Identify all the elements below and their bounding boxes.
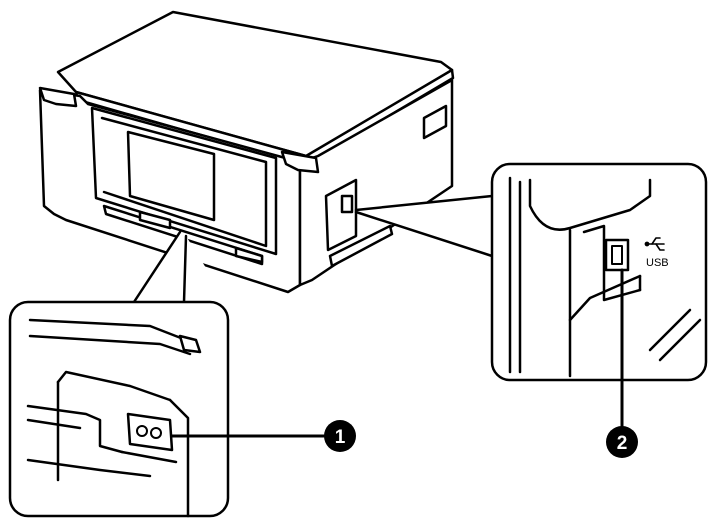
callout-number-1: 1 (335, 427, 346, 448)
inset-frame-right (490, 162, 708, 382)
usb-inset (354, 162, 708, 382)
callout-badge-1: 1 (324, 420, 356, 452)
usb-icon (644, 237, 665, 251)
callout-badge-2: 2 (606, 426, 638, 458)
usb-label: USB (646, 257, 669, 269)
display-screen (126, 130, 216, 222)
ac-inlet-icon (136, 425, 162, 439)
ac-inlet (126, 412, 174, 452)
callout-number-2: 2 (617, 433, 628, 454)
ac-inlet-inset (8, 230, 230, 518)
printer (38, 10, 455, 294)
